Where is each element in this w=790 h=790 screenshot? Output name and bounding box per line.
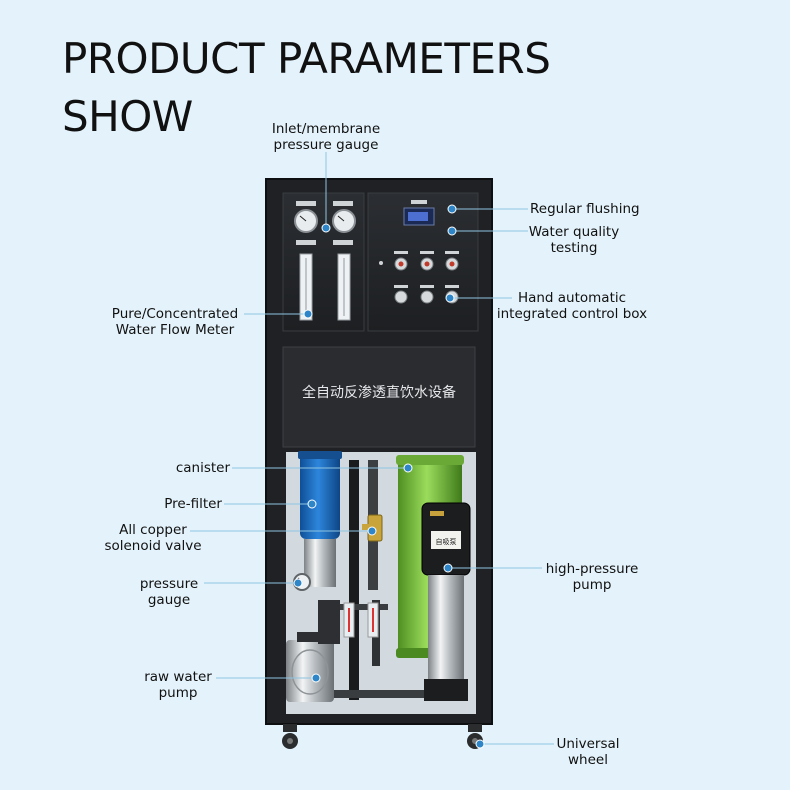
label-canister: canister	[175, 460, 230, 476]
control-switches	[394, 251, 459, 304]
leader-dots	[293, 204, 485, 749]
label-pre-filter: Pre-filter	[164, 496, 222, 512]
label-regular-flushing: Regular flushing	[530, 201, 640, 217]
leader-lines	[190, 152, 554, 745]
panel-chinese-text: 全自动反渗透直饮水设备	[302, 384, 456, 401]
front-name-panel	[282, 346, 476, 448]
pre-filter-canister	[300, 453, 340, 539]
title-line-2: SHOW	[62, 92, 193, 141]
universal-wheel-icon	[282, 724, 483, 749]
pump-tag-text: 自吸泵	[436, 537, 457, 546]
title-line-1: PRODUCT PARAMETERS	[62, 34, 551, 83]
